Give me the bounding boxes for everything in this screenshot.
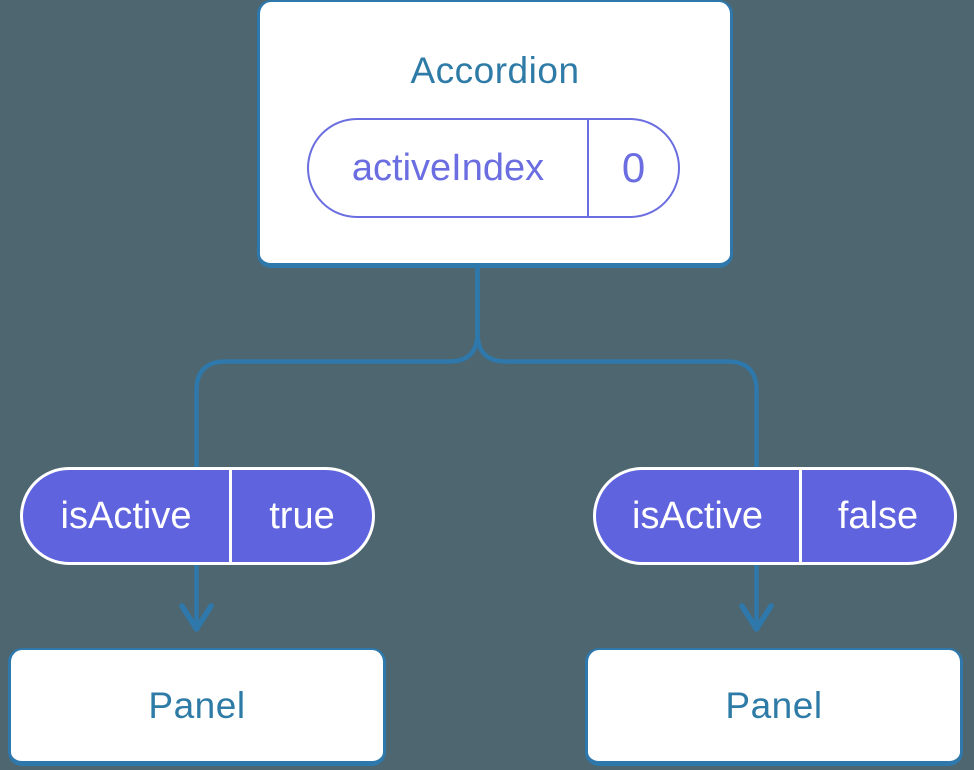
prop-pill-left: isActive true [20, 467, 375, 565]
component-title: Accordion [410, 50, 580, 91]
state-value: 0 [621, 144, 646, 191]
panel-title: Panel [148, 684, 246, 726]
accordion-card: Accordion activeIndex 0 [257, 0, 733, 268]
connector-right-branch [475, 264, 759, 626]
connector-left-branch [194, 264, 480, 626]
prop-pill-right: isActive false [593, 467, 957, 565]
panel-title: Panel [725, 684, 823, 726]
arrowhead-left-icon [179, 603, 214, 632]
prop-label: isActive [596, 470, 802, 562]
state-pill: activeIndex 0 [307, 118, 680, 218]
prop-label: isActive [23, 470, 232, 562]
prop-value: false [837, 494, 919, 537]
prop-value: true [269, 494, 335, 537]
panel-card-right: Panel [585, 648, 963, 766]
arrowhead-right-icon [739, 603, 774, 632]
state-label: activeIndex [309, 120, 589, 216]
panel-card-left: Panel [8, 648, 386, 766]
